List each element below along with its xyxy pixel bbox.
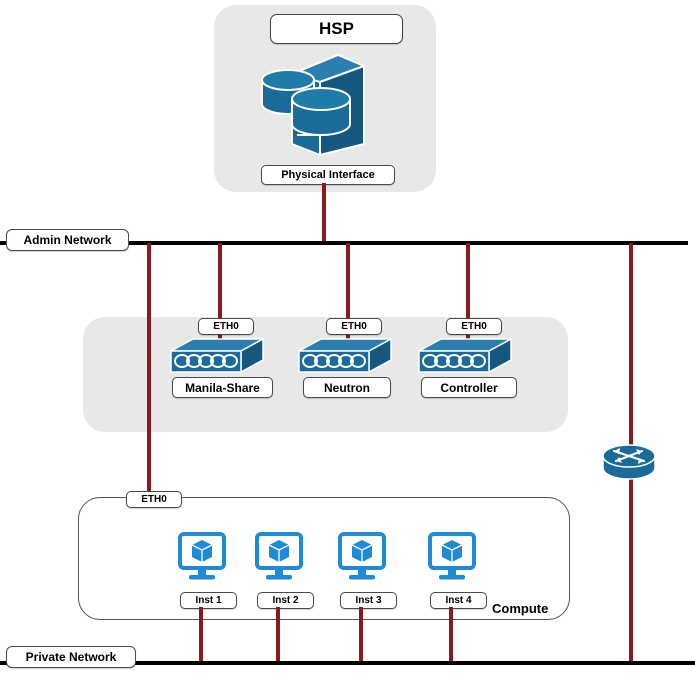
- admin-network-line: [0, 241, 688, 245]
- instance-label-3: Inst 3: [340, 592, 397, 609]
- switch-icon: [298, 337, 392, 375]
- services-panel: [83, 317, 568, 432]
- switch-icon: [170, 337, 264, 375]
- router-icon: [601, 443, 657, 481]
- service-name-neutron: Neutron: [303, 377, 391, 398]
- instance-monitor-icon: [338, 532, 386, 584]
- link-hsp-to-admin: [322, 183, 326, 243]
- instance-label-1: Inst 1: [180, 592, 237, 609]
- service-eth-label-2: ETH0: [446, 318, 502, 335]
- physical-interface-label: Physical Interface: [261, 165, 395, 185]
- private-network-label: Private Network: [6, 646, 136, 668]
- service-name-manila-share: Manila-Share: [172, 377, 273, 398]
- link-inst3-to-private: [359, 607, 363, 663]
- instance-label-4: Inst 4: [430, 592, 487, 609]
- instance-monitor-icon: [255, 532, 303, 584]
- compute-group-label: Compute: [492, 601, 549, 616]
- service-name-controller: Controller: [421, 377, 517, 398]
- storage-array-icon: [258, 52, 368, 157]
- link-inst4-to-private: [449, 607, 453, 663]
- service-eth-label-0: ETH0: [198, 318, 254, 335]
- link-admin-to-compute: [147, 243, 151, 501]
- instance-monitor-icon: [428, 532, 476, 584]
- service-eth-label-1: ETH0: [326, 318, 382, 335]
- link-admin-to-manila-share: [218, 243, 222, 346]
- hsp-title-label: HSP: [270, 14, 403, 44]
- admin-network-label: Admin Network: [6, 229, 129, 251]
- link-inst2-to-private: [276, 607, 280, 663]
- link-inst1-to-private: [199, 607, 203, 663]
- instance-label-2: Inst 2: [257, 592, 314, 609]
- switch-icon: [418, 337, 512, 375]
- instance-monitor-icon: [178, 532, 226, 584]
- private-network-line: [0, 661, 695, 665]
- link-admin-to-controller: [466, 243, 470, 346]
- compute-group-box: [78, 497, 570, 620]
- compute-eth-label: ETH0: [126, 491, 182, 508]
- link-admin-to-neutron: [346, 243, 350, 346]
